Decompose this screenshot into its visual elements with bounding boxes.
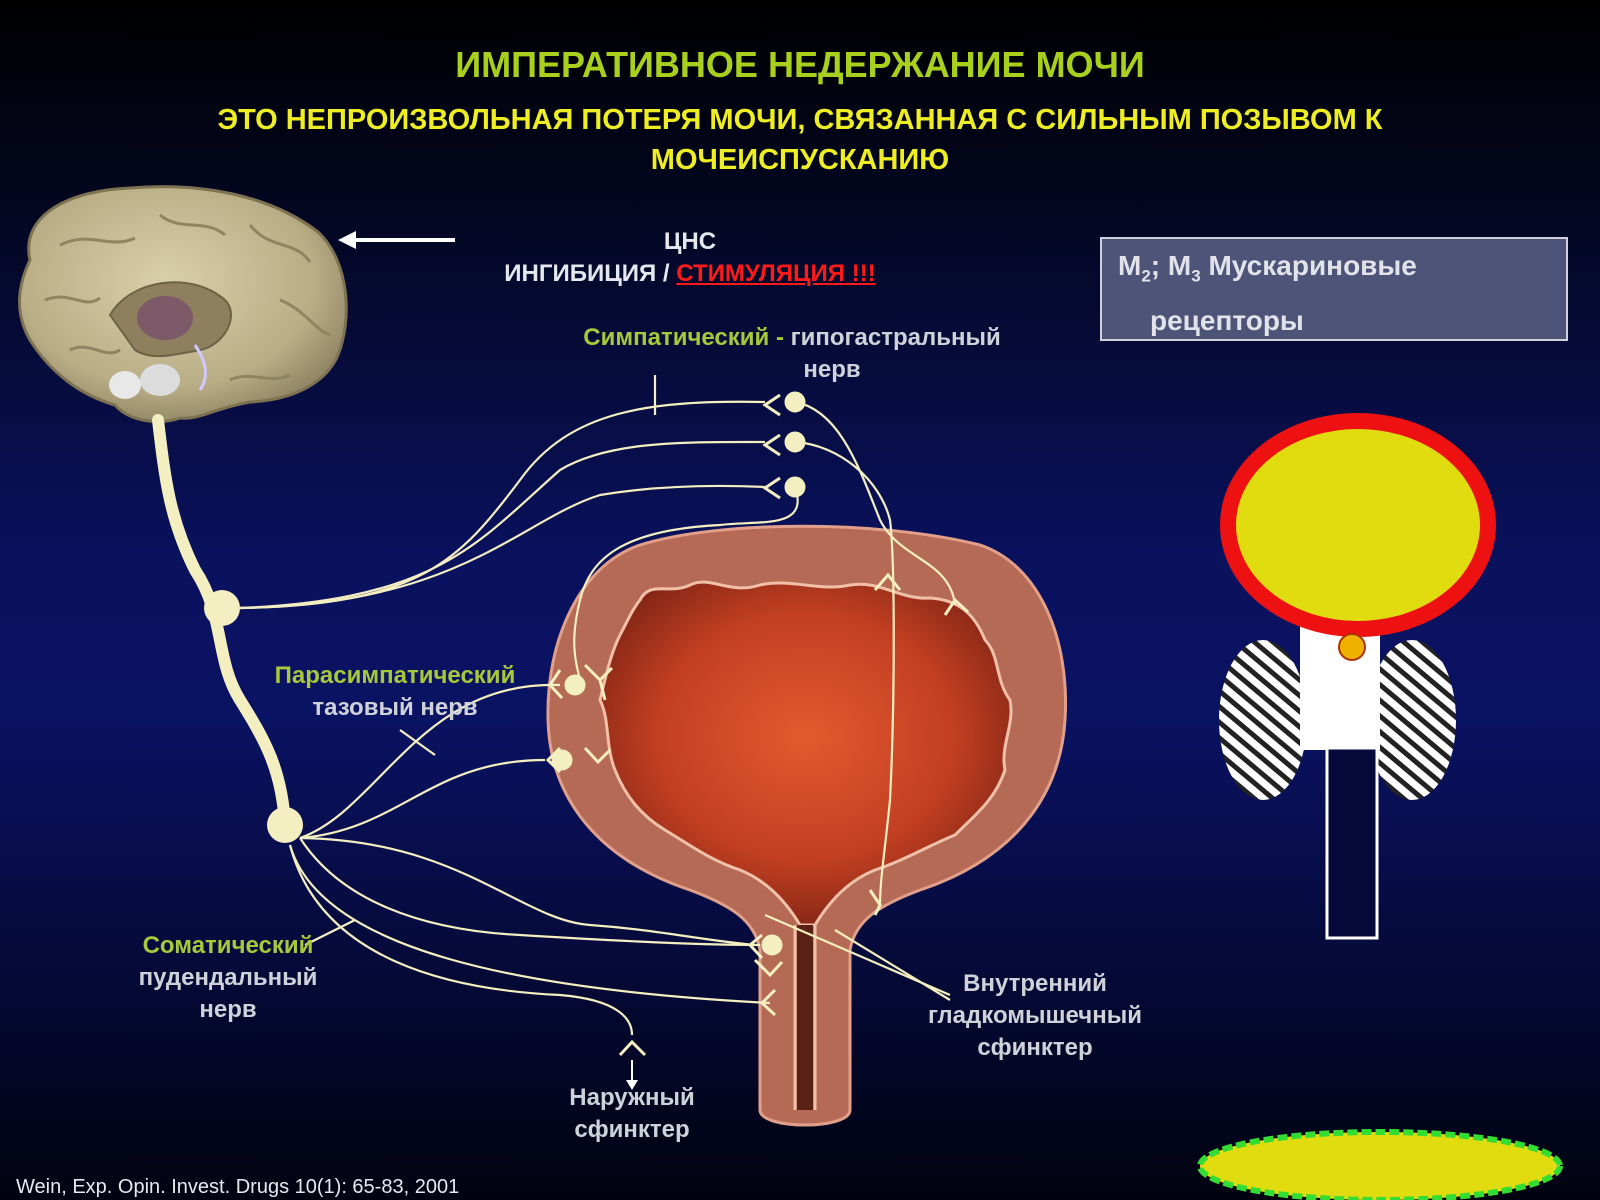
external-sphincter-arrow-icon	[626, 1060, 638, 1090]
brain-illustration	[18, 185, 348, 424]
receptor-sep: ; М	[1150, 250, 1192, 281]
external-line1: Наружный	[569, 1084, 695, 1111]
receptor-box: М2; М3 Мускариновые рецепторы	[1100, 237, 1568, 341]
bottom-ellipse	[1197, 1129, 1563, 1200]
receptor-node	[1338, 633, 1366, 661]
internal-line3: сфинктер	[977, 1034, 1093, 1061]
cns-stimulation: СТИМУЛЯЦИЯ !!!	[676, 260, 876, 287]
external-sphincter-label: Наружный сфинктер	[540, 1082, 724, 1146]
receptor-name: Мускариновые	[1200, 250, 1417, 281]
receptor-ring	[1220, 413, 1496, 637]
sympathetic-line2: нерв	[803, 356, 861, 383]
somatic-green: Соматический	[142, 932, 314, 959]
spinal-cord	[152, 414, 291, 831]
parasympathetic-green: Парасимпатический	[274, 662, 516, 689]
sympathetic-rest: гипогастральный	[790, 324, 1001, 351]
somatic-line3: нерв	[199, 996, 257, 1023]
receptor-line2: рецепторы	[1150, 304, 1304, 336]
nerve-fibers	[239, 375, 957, 1036]
cns-inhibition: ИНГИБИЦИЯ /	[504, 260, 677, 287]
receptor-line1: М2; М3 Мускариновые	[1118, 244, 1550, 299]
somatic-label: Соматический пудендальный нерв	[118, 930, 338, 1026]
internal-line1: Внутренний	[963, 970, 1107, 997]
reference-citation: Wein, Exp. Opin. Invest. Drugs 10(1): 65…	[16, 1176, 460, 1198]
synapse-symbols	[545, 391, 970, 1057]
parasympathetic-label: Парасимпатический тазовый нерв	[260, 660, 530, 724]
parasympathetic-line2: тазовый нерв	[312, 694, 478, 721]
external-line2: сфинктер	[574, 1116, 690, 1143]
internal-line2: гладкомышечный	[928, 1002, 1142, 1029]
page-title: ИМПЕРАТИВНОЕ НЕДЕРЖАНИЕ МОЧИ	[455, 44, 1145, 85]
receptor-m-letter: М	[1118, 250, 1142, 281]
receptor-m2-sub: 2	[1141, 266, 1151, 286]
cns-line1: ЦНС	[663, 228, 717, 255]
page-subtitle: ЭТО НЕПРОИЗВОЛЬНАЯ ПОТЕРЯ МОЧИ, СВЯЗАННА…	[217, 104, 1383, 176]
receptor-m3-sub: 3	[1191, 266, 1201, 286]
cns-label: ЦНС ИНГИБИЦИЯ / СТИМУЛЯЦИЯ !!!	[490, 226, 890, 290]
internal-sphincter-label: Внутренний гладкомышечный сфинктер	[900, 968, 1170, 1064]
sympathetic-green: Симпатический -	[583, 324, 791, 351]
cns-line2: ИНГИБИЦИЯ / СТИМУЛЯЦИЯ !!!	[490, 258, 890, 290]
arrow-to-brain-icon	[338, 231, 455, 249]
somatic-line2: пудендальный	[138, 964, 318, 991]
sympathetic-label: Симпатический - гипогастральный нерв	[552, 322, 1032, 386]
sacral-ganglion	[267, 807, 303, 843]
receptor-schematic	[1219, 413, 1496, 940]
sympathetic-ganglion	[204, 590, 240, 626]
